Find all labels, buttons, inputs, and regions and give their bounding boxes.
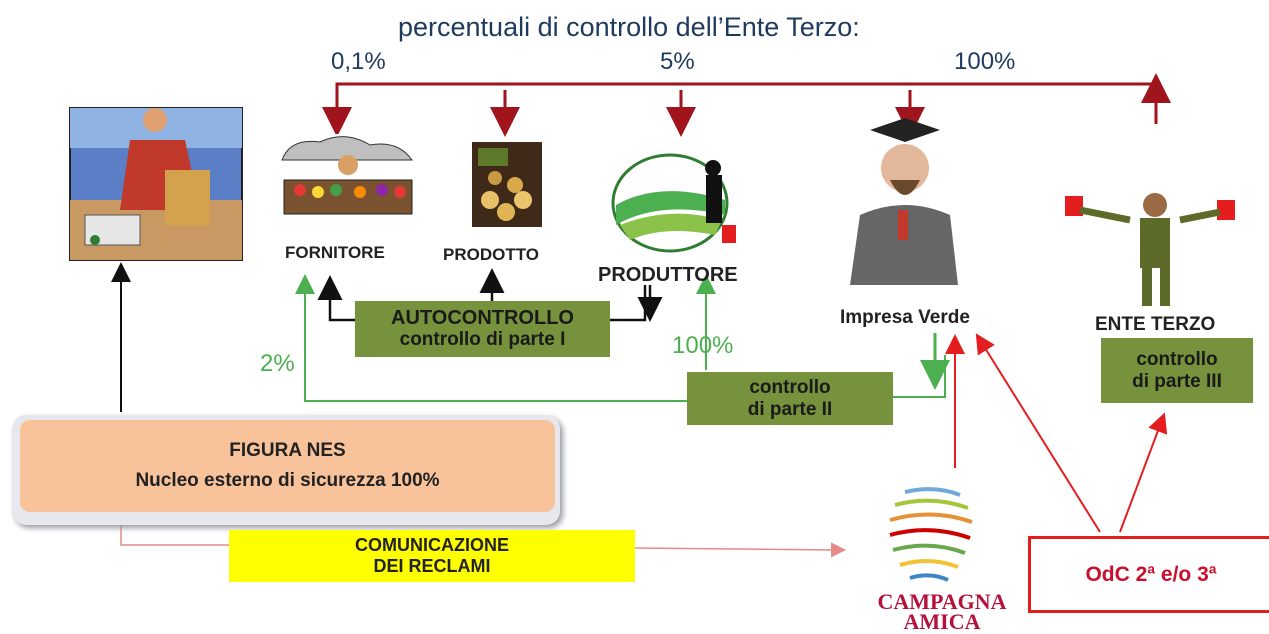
green-percent-left: 2% (260, 350, 295, 377)
parte-ii-line1: controllo (749, 376, 831, 398)
reclami-line1: COMUNICAZIONE (355, 535, 509, 555)
green-percent-mid: 100% (672, 332, 734, 359)
odc-label: OdC 2ª e/o 3ª (1085, 562, 1217, 586)
campagna-line1: CAMPAGNA (877, 589, 1007, 614)
percent-low: 0,1% (331, 48, 386, 75)
controllo-parte-iii-box: controllo di parte III (1101, 338, 1253, 403)
fornitore-clipart (277, 134, 417, 226)
impresa-verde-label: Impresa Verde (840, 307, 970, 328)
flagman-clipart (1065, 193, 1235, 306)
autocontrollo-title: AUTOCONTROLLO (391, 307, 574, 329)
produttore-clipart (611, 153, 736, 253)
shopper-clipart (69, 107, 243, 261)
red-connectors (945, 333, 1168, 533)
figura-nes-box: FIGURA NES Nucleo esterno di sicurezza 1… (20, 420, 555, 512)
fornitore-label: FORNITORE (285, 243, 385, 262)
percent-mid: 5% (660, 48, 695, 75)
parte-iii-line2: di parte III (1132, 370, 1222, 392)
produttore-label: PRODUTTORE (598, 264, 738, 286)
comunicazione-reclami-box: COMUNICAZIONE DEI RECLAMI (229, 530, 635, 582)
graduate-clipart (850, 118, 958, 285)
nes-title: FIGURA NES (229, 440, 346, 461)
diagram-title: percentuali di controllo dell’Ente Terzo… (398, 12, 860, 42)
reclami-line2: DEI RECLAMI (373, 556, 491, 576)
reclami-line (120, 525, 846, 558)
nes-subtitle: Nucleo esterno di sicurezza 100% (135, 470, 440, 491)
parte-iii-line1: controllo (1136, 348, 1218, 370)
autocontrollo-connectors (317, 268, 663, 322)
prodotto-label: PRODOTTO (443, 245, 540, 264)
controllo-parte-ii-box: controllo di parte II (687, 372, 893, 425)
top-bracket (322, 73, 1171, 137)
campagna-line2: AMICA (903, 609, 981, 634)
prodotto-clipart (472, 142, 542, 227)
parte-ii-line2: di parte II (747, 398, 833, 420)
campagna-amica-wordmark: CAMPAGNA AMICA (858, 589, 1026, 634)
green-connectors (295, 274, 950, 402)
odc-box: OdC 2ª e/o 3ª (1028, 536, 1269, 613)
autocontrollo-box: AUTOCONTROLLO controllo di parte I (355, 301, 610, 357)
autocontrollo-subtitle: controllo di parte I (399, 329, 566, 350)
percent-high: 100% (954, 48, 1016, 75)
ente-terzo-label: ENTE TERZO (1095, 314, 1216, 335)
campagna-amica-logo (889, 487, 973, 582)
